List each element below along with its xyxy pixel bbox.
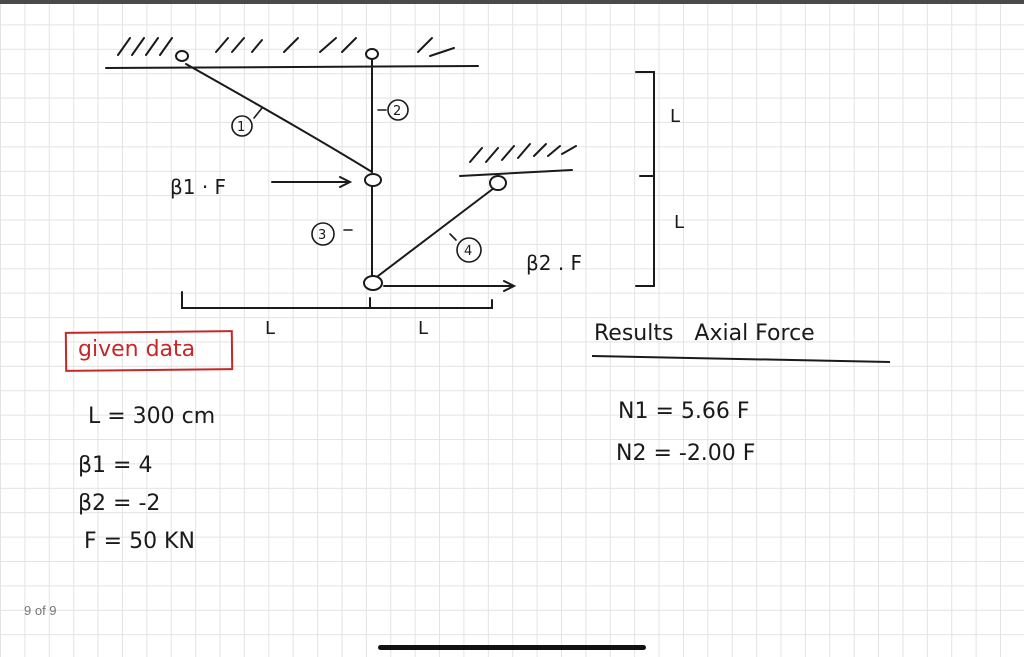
pin-joints [175,48,507,291]
bar-label-4: 4 [464,244,472,259]
pin-joint-b [365,48,379,60]
bar-label-circle-4 [456,237,482,263]
bar-4 [377,187,495,277]
load-label-2: β2 . F [526,251,582,275]
bar-label-2: 2 [393,104,401,119]
bar-label-3: 3 [318,228,326,243]
load-label-1: β1 · F [170,175,226,199]
dim-label-horizontal-right: L [418,318,428,339]
result-line-n1: N1 = 5.66 F [618,399,750,424]
pin-joint-c [364,173,382,187]
given-line-length: L = 300 cm [88,404,215,429]
bar-label-circle-3 [311,222,335,246]
page-indicator: 9 of 9 [24,603,57,618]
given-line-beta2: β2 = -2 [78,491,160,516]
ceiling-support-right [459,143,577,177]
pin-joint-d [489,175,507,191]
vertical-dimension [635,71,655,287]
given-data-box [64,330,234,372]
bar-1 [185,63,373,173]
pin-joint-a [175,50,189,62]
horizontal-dimension [181,291,493,309]
dim-label-horizontal-left: L [265,318,275,339]
bar-label-circle-1 [231,115,253,137]
load-arrow-2 [383,280,517,292]
truss-bars [185,59,495,277]
given-line-force: F = 50 KN [84,529,195,554]
ceiling-support-top [105,37,479,69]
home-indicator-bar[interactable] [378,645,646,650]
pin-joint-e [363,275,383,291]
results-underline [591,355,891,363]
dim-label-vertical-bottom: L [674,212,684,233]
given-data-title: given data [78,337,195,362]
load-arrow-1 [271,176,353,188]
load-arrows [271,176,517,292]
result-line-n2: N2 = -2.00 F [616,441,755,466]
given-line-beta1: β1 = 4 [78,453,152,478]
bar-label-circle-2 [387,99,409,121]
top-toolbar-edge [0,0,1024,4]
dim-label-vertical-top: L [670,106,680,127]
results-title: Results Axial Force [594,321,815,346]
bar-label-1: 1 [237,120,245,135]
